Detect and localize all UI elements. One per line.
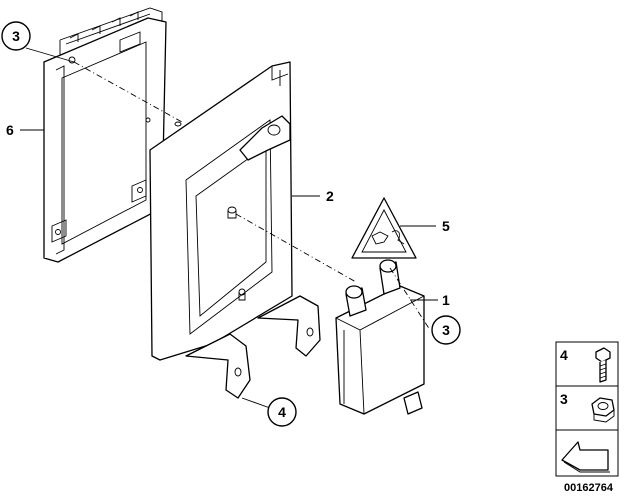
control-unit-part-1[interactable] (335, 259, 425, 415)
legend-screw-number: 4 (560, 347, 568, 363)
warning-label-part-5[interactable] (351, 197, 417, 259)
label-part-5: 5 (442, 218, 450, 234)
legend-panel: 4 3 (555, 341, 619, 477)
label-part-1: 1 (442, 292, 450, 308)
bracket-part-2[interactable] (149, 61, 321, 399)
callout-nut-top[interactable]: 3 (1, 21, 31, 51)
assembly-line-module-bracket (73, 61, 183, 123)
legend-item-nut[interactable]: 3 (560, 391, 615, 423)
screw-icon (595, 347, 611, 383)
callout-nut-right-text: 3 (442, 322, 450, 338)
legend-nut-number: 3 (560, 391, 568, 407)
diagram-number: 00162764 (564, 482, 614, 494)
callout-nut-right[interactable]: 3 (431, 315, 461, 345)
callout-screw-bottom[interactable]: 4 (267, 397, 297, 427)
arrow-icon (561, 441, 610, 473)
module-part-6[interactable] (43, 7, 167, 263)
assembly-line-unit-nut (389, 267, 431, 331)
nut-icon (591, 397, 615, 423)
leader-callout-nut-top (25, 47, 75, 63)
label-part-6: 6 (6, 122, 14, 138)
legend-item-screw[interactable]: 4 (560, 347, 611, 383)
leader-callout-screw (241, 397, 271, 409)
callout-screw-bottom-text: 4 (278, 404, 286, 420)
label-part-2: 2 (326, 188, 334, 204)
callout-nut-top-text: 3 (12, 28, 20, 44)
assembly-line-bracket-unit (235, 213, 357, 283)
